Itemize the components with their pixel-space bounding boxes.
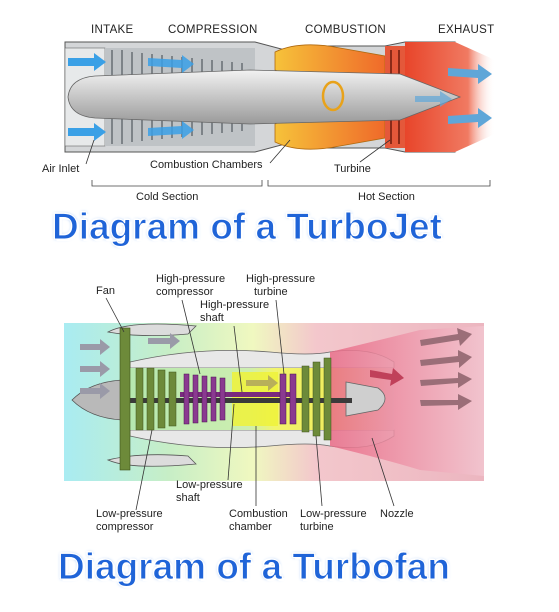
label-lp-compressor-1: Low-pressure — [96, 508, 163, 520]
label-combustion-chamber-1: Combustion — [229, 508, 288, 520]
turbojet-spinner — [67, 69, 462, 125]
lp-shaft — [122, 398, 352, 403]
label-nozzle: Nozzle — [380, 508, 414, 520]
shaft-rotation-icon — [321, 80, 345, 112]
label-hp-compressor-1: High-pressure — [156, 273, 225, 285]
cold-section-bracket — [91, 180, 263, 187]
turbofan-intake-arrows — [80, 339, 110, 399]
section-intake: INTAKE — [91, 24, 134, 36]
label-lp-turbine-1: Low-pressure — [300, 508, 367, 520]
turbojet-caption: Diagram of a TurboJet — [52, 206, 443, 248]
label-hp-turbine-1: High-pressure — [246, 273, 315, 285]
label-lp-shaft-1: Low-pressure — [176, 479, 243, 491]
turbojet-airflow — [68, 53, 194, 141]
label-hp-turbine-2: turbine — [254, 286, 288, 298]
label-lp-compressor-2: compressor — [96, 521, 154, 533]
turbofan-diagram: Fan High-pressure compressor High-pressu… — [64, 273, 484, 533]
turbofan-core-arrows — [148, 333, 278, 391]
lp-compressor-blades — [135, 367, 177, 431]
turbofan-fan-blades — [119, 327, 131, 471]
section-combustion: COMBUSTION — [305, 24, 386, 36]
label-combustion-chamber-2: chamber — [229, 521, 272, 533]
lp-turbine-blades — [301, 357, 332, 441]
hp-turbine-blades — [279, 373, 297, 425]
label-hp-shaft-1: High-pressure — [200, 299, 269, 311]
hot-section-bracket — [267, 180, 491, 187]
label-air-inlet: Air Inlet — [42, 163, 79, 175]
label-lp-shaft-2: shaft — [176, 492, 200, 504]
label-hp-shaft-2: shaft — [200, 312, 224, 324]
turbofan-tail-cone — [345, 381, 386, 417]
turbofan-exhaust-arrows — [370, 328, 472, 410]
turbojet-diagram: INTAKE COMPRESSION COMBUSTION EXHAUST — [42, 24, 495, 203]
turbofan-caption: Diagram of a Turbofan — [58, 546, 451, 588]
label-fan: Fan — [96, 285, 115, 297]
turbojet-exhaust-arrows — [415, 64, 492, 128]
hp-compressor-blades — [183, 373, 226, 425]
label-hp-compressor-2: compressor — [156, 286, 214, 298]
section-compression: COMPRESSION — [168, 24, 258, 36]
label-lp-turbine-2: turbine — [300, 521, 334, 533]
hp-shaft — [180, 392, 290, 397]
turbofan-nozzle — [330, 326, 484, 476]
label-combustion-chambers: Combustion Chambers — [150, 159, 263, 171]
label-cold-section: Cold Section — [136, 191, 198, 203]
section-exhaust: EXHAUST — [438, 24, 494, 36]
label-hot-section: Hot Section — [358, 191, 415, 203]
label-turbine: Turbine — [334, 163, 371, 175]
